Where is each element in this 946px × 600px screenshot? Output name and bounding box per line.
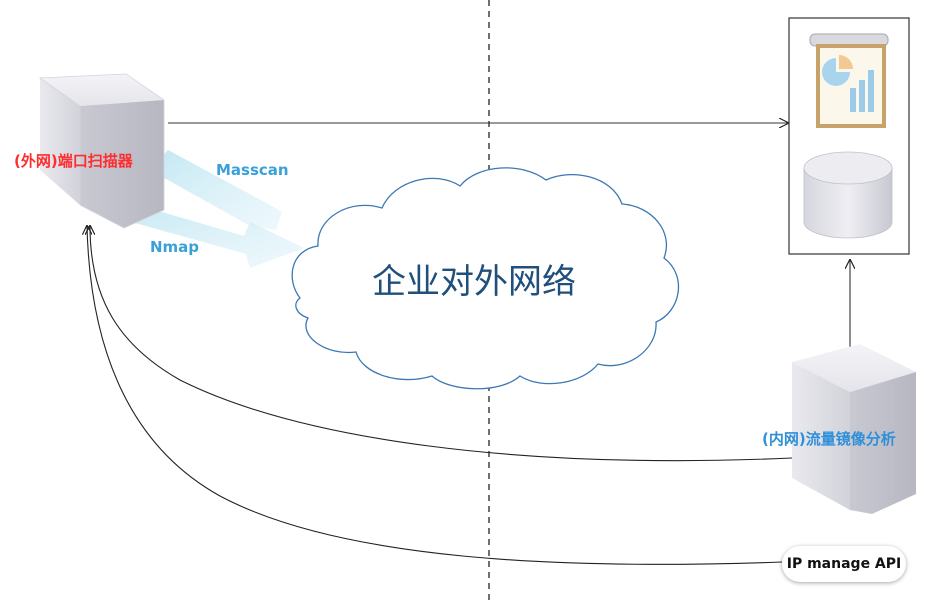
ip-manage-api-button[interactable]: IP manage API [782, 546, 906, 582]
nmap-label: Nmap [150, 238, 200, 256]
traffic-mirror-label: (内网)流量镜像分析 [762, 430, 896, 448]
database-icon [803, 151, 893, 239]
scanner-server-icon [38, 73, 165, 229]
traffic-feedback-curve [90, 226, 793, 462]
traffic-server-icon [792, 344, 916, 514]
network-cloud [291, 167, 680, 390]
network-cloud-label: 企业对外网络 [372, 262, 576, 302]
masscan-beam [150, 150, 282, 230]
nmap-beam [110, 198, 304, 268]
masscan-label: Masscan [216, 161, 289, 179]
scanner-label: (外网)端口扫描器 [14, 152, 133, 170]
api-feedback-curve [87, 226, 783, 565]
presentation-chart-icon [809, 33, 889, 128]
